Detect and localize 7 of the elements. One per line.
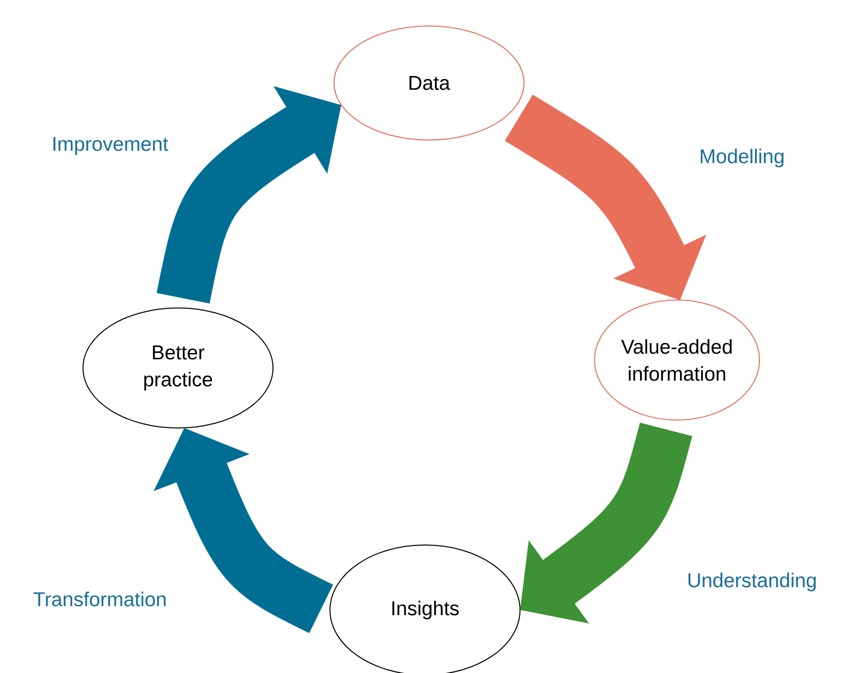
ellipse-node: Value-added information	[594, 300, 760, 420]
ellipse-node: Data	[334, 26, 524, 140]
edge-label: Modelling	[698, 148, 786, 168]
ellipse-node: Better practice	[82, 308, 274, 428]
edge-label: Transformation	[32, 590, 168, 608]
edge-label: Improvement	[50, 136, 170, 156]
edge-label: Understanding	[686, 572, 818, 592]
